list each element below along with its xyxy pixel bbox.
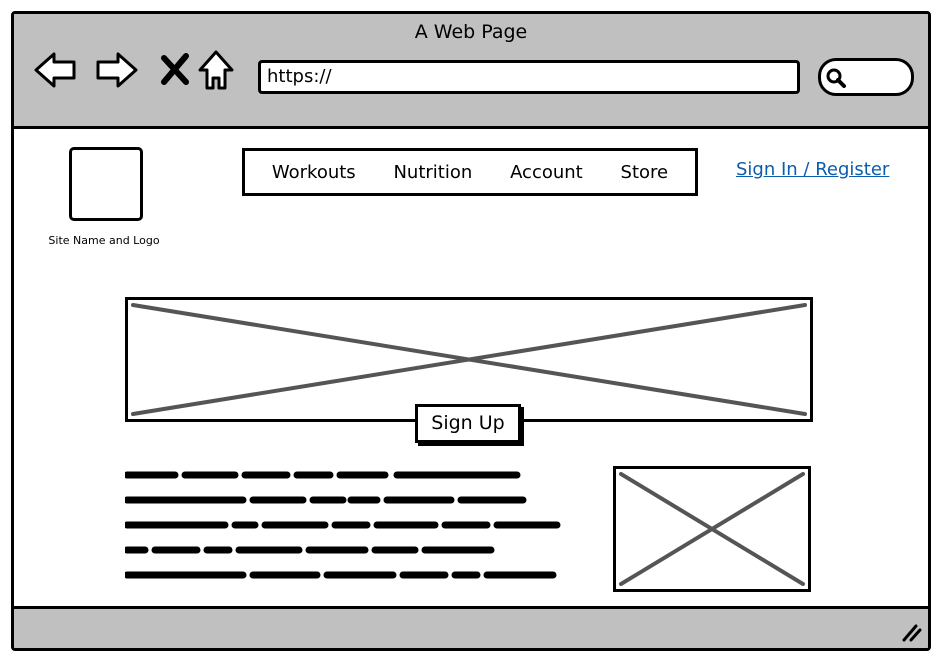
nav-item-account[interactable]: Account [510,161,583,183]
site-logo-caption: Site Name and Logo [48,234,160,247]
resize-grip-icon[interactable] [900,620,922,642]
home-icon [198,50,234,90]
site-navigation: Workouts Nutrition Account Store [242,148,698,196]
home-button[interactable] [194,46,242,94]
back-arrow-icon [34,52,76,88]
forward-arrow-icon [96,52,138,88]
sign-in-register-link[interactable]: Sign In / Register [736,159,890,180]
image-placeholder-cross [619,472,805,586]
stop-button[interactable] [152,46,200,94]
close-icon [161,53,189,85]
browser-status-bar [14,606,928,648]
url-input[interactable]: https:// [258,60,800,94]
nav-item-store[interactable]: Store [620,161,669,183]
forward-button[interactable] [92,46,140,94]
secondary-image-placeholder [613,466,811,592]
nav-item-workouts[interactable]: Workouts [271,161,356,183]
browser-window: A Web Page https:// [11,11,931,651]
page-content: Site Name and Logo Workouts Nutrition Ac… [14,129,928,603]
window-title: A Web Page [414,21,528,43]
browser-toolbar: A Web Page https:// [14,14,928,129]
nav-item-nutrition[interactable]: Nutrition [393,161,473,183]
site-logo[interactable] [69,147,143,221]
image-placeholder-cross [131,303,807,416]
back-button[interactable] [32,46,80,94]
browser-search-field[interactable] [818,58,914,96]
sign-up-button[interactable]: Sign Up [415,404,521,443]
search-icon [826,68,846,88]
body-text-placeholder [125,471,561,579]
